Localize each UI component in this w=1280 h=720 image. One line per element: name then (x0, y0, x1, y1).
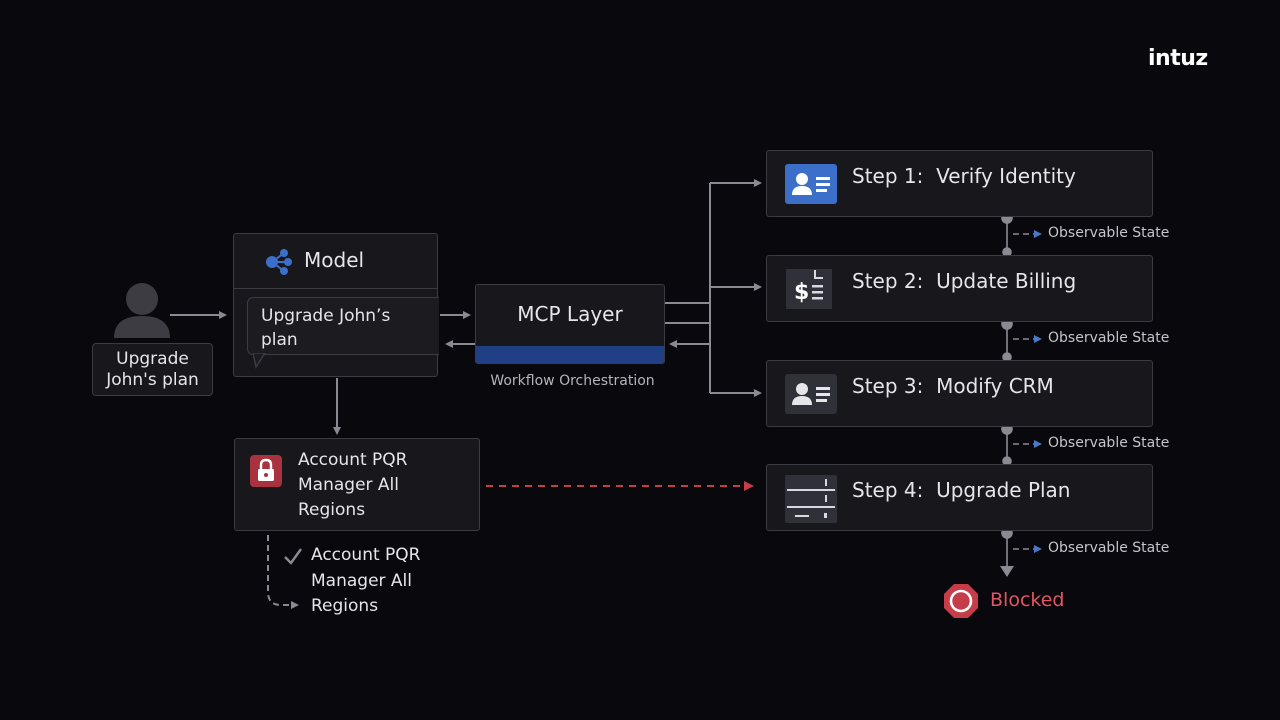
step-4-title: Step 4: Upgrade Plan (852, 478, 1071, 502)
step-4-box: Step 4: Upgrade Plan (766, 464, 1153, 531)
observable-state-4: Observable State (1048, 540, 1170, 556)
model-box: Model Upgrade John’s plan (233, 233, 439, 377)
brand-logo: intuz (1148, 46, 1208, 71)
server-icon (785, 475, 837, 523)
step-1-title: Step 1: Verify Identity (852, 164, 1076, 188)
id-card-icon (785, 164, 837, 204)
model-header: Model (234, 234, 437, 289)
mcp-title: MCP Layer (517, 302, 623, 326)
model-message: Upgrade John’s plan (261, 306, 391, 350)
bubble-tail (253, 353, 266, 369)
user-request-label: Upgrade John's plan (92, 343, 213, 396)
mcp-caption: Workflow Orchestration (490, 373, 655, 389)
billing-document-icon: $ (786, 269, 832, 309)
model-message-bubble: Upgrade John’s plan (247, 297, 439, 355)
check-icon (284, 548, 302, 565)
user-icon (114, 283, 170, 338)
mcp-accent-bar (476, 346, 664, 363)
observable-state-3: Observable State (1048, 435, 1170, 451)
blocked-label: Blocked (990, 589, 1065, 611)
account-box: Account PQR Manager All Regions (234, 438, 480, 531)
observable-state-1: Observable State (1048, 225, 1170, 241)
account-scope-text: Account PQR Manager All Regions (311, 545, 421, 616)
lock-icon (250, 455, 282, 487)
account-scope-dashed (267, 535, 299, 609)
step-3-title: Step 3: Modify CRM (852, 374, 1054, 398)
mcp-layer-box: MCP Layer (475, 284, 665, 364)
model-nodes-icon (266, 249, 292, 275)
step-1-box: Step 1: Verify Identity (766, 150, 1153, 217)
step-2-box: $ Step 2: Update Billing (766, 255, 1153, 322)
step-2-title: Step 2: Update Billing (852, 269, 1077, 293)
model-title: Model (304, 248, 365, 272)
account-text: Account PQR Manager All Regions (298, 450, 408, 520)
svg-text:$: $ (794, 280, 809, 305)
blocked-stop-icon (944, 584, 978, 618)
step-3-box: Step 3: Modify CRM (766, 360, 1153, 427)
crm-contact-icon (785, 374, 837, 414)
observable-state-2: Observable State (1048, 330, 1170, 346)
